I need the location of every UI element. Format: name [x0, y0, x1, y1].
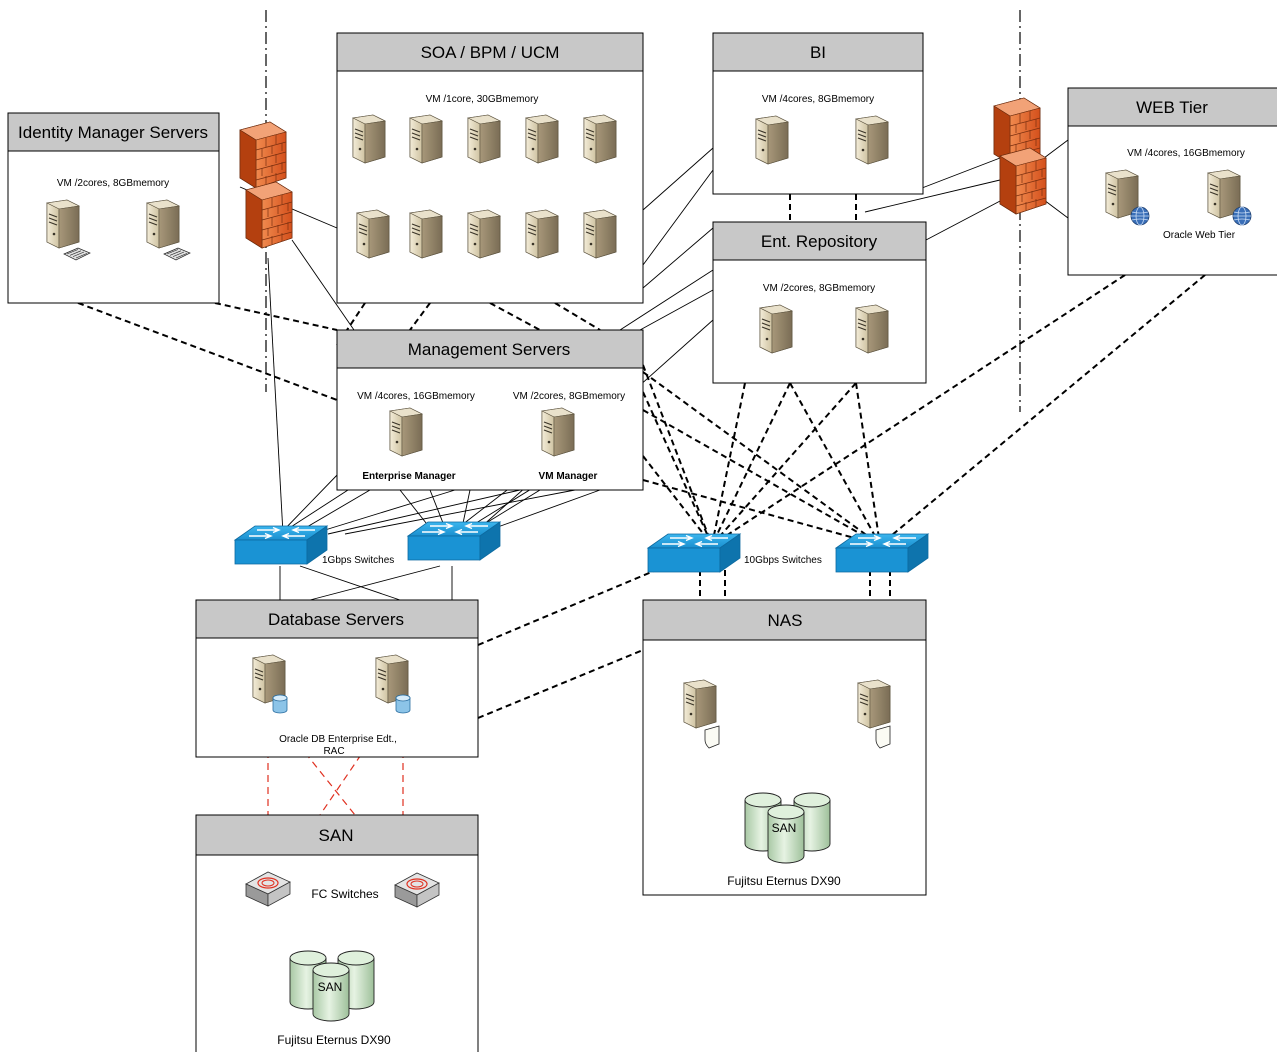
- server-icon: [755, 115, 789, 165]
- server-icon: [583, 209, 617, 259]
- database-icon: [395, 694, 411, 714]
- mgmt-left-spec: VM /4cores, 16GBmemory: [357, 391, 475, 402]
- web-caption: Oracle Web Tier: [1163, 230, 1236, 241]
- firewall-icon: [999, 147, 1047, 215]
- server-icon: [46, 199, 80, 249]
- enterprise-manager-caption: Enterprise Manager: [362, 471, 455, 482]
- server-icon: [409, 114, 443, 164]
- server-icon: [409, 209, 443, 259]
- soa-title: SOA / BPM / UCM: [421, 43, 560, 62]
- bi-box: BI VM /4cores, 8GBmemory: [712, 32, 924, 195]
- database-icon: [272, 694, 288, 714]
- web-spec: VM /4cores, 16GBmemory: [1127, 148, 1245, 159]
- nas-title: NAS: [768, 611, 803, 630]
- server-icon: [857, 679, 891, 729]
- server-icon: [356, 209, 390, 259]
- enterprise-repository-box: Ent. Repository VM /2cores, 8GBmemory: [712, 221, 927, 384]
- document-icon: [875, 725, 891, 749]
- gbps-switches-label: 1Gbps Switches: [322, 555, 394, 566]
- server-icon: [525, 114, 559, 164]
- mgmt-title: Management Servers: [408, 340, 571, 359]
- fc-switches-label: FC Switches: [311, 887, 378, 901]
- globe-icon: [1130, 206, 1150, 226]
- switch-icon: [407, 521, 501, 561]
- nas-box: NAS SAN Fujitsu Eternus DX90: [642, 599, 927, 896]
- bi-spec: VM /4cores, 8GBmemory: [762, 94, 874, 105]
- san-box: SAN FC Switches SAN Fujitsu Eternus DX90: [195, 814, 479, 1052]
- repo-spec: VM /2cores, 8GBmemory: [763, 283, 875, 294]
- server-icon: [683, 679, 717, 729]
- switch-icon: [647, 533, 741, 573]
- repo-title: Ent. Repository: [761, 232, 878, 251]
- database-servers-box: Database Servers Oracle DB Enterprise Ed…: [195, 599, 479, 758]
- bi-title: BI: [810, 43, 826, 62]
- firewall-icon: [245, 181, 293, 249]
- server-icon: [583, 114, 617, 164]
- nas-storage-caption: Fujitsu Eternus DX90: [727, 874, 841, 888]
- firewall-icon: [239, 121, 287, 189]
- vm-manager-caption: VM Manager: [539, 471, 598, 482]
- san-storage-caption: Fujitsu Eternus DX90: [277, 1033, 391, 1047]
- server-icon: [525, 209, 559, 259]
- san-storage-label: SAN: [318, 980, 343, 994]
- server-icon: [352, 114, 386, 164]
- identity-manager-box: Identity Manager Servers VM /2cores, 8GB…: [7, 112, 220, 304]
- idm-title: Identity Manager Servers: [18, 123, 208, 142]
- db-caption-line2: RAC: [323, 746, 344, 757]
- server-icon: [759, 304, 793, 354]
- nas-storage-label: SAN: [772, 821, 797, 835]
- server-icon: [467, 114, 501, 164]
- switch-icon: [234, 525, 328, 565]
- mgmt-right-spec: VM /2cores, 8GBmemory: [513, 391, 625, 402]
- server-icon: [541, 407, 575, 457]
- web-title: WEB Tier: [1136, 98, 1208, 117]
- document-icon: [704, 725, 720, 749]
- server-icon: [855, 115, 889, 165]
- management-servers-box: Management Servers VM /4cores, 16GBmemor…: [336, 329, 644, 491]
- switch-icon: [835, 533, 929, 573]
- tengbps-switches-label: 10Gbps Switches: [744, 555, 822, 566]
- server-icon: [389, 407, 423, 457]
- network-switches: 1Gbps Switches 10Gbps Switches: [234, 521, 929, 573]
- globe-icon: [1232, 206, 1252, 226]
- dashed-connections: [77, 194, 1206, 719]
- server-icon: [146, 199, 180, 249]
- server-icon: [467, 209, 501, 259]
- soa-spec: VM /1core, 30GBmemory: [426, 94, 539, 105]
- idm-spec: VM /2cores, 8GBmemory: [57, 178, 169, 189]
- web-tier-box: WEB Tier VM /4cores, 16GBmemory Oracle W…: [1067, 87, 1277, 276]
- db-caption-line1: Oracle DB Enterprise Edt.,: [279, 734, 397, 745]
- soa-bpm-ucm-box: SOA / BPM / UCM VM /1core, 30GBmemory: [336, 32, 644, 304]
- san-title: SAN: [319, 826, 354, 845]
- server-icon: [855, 304, 889, 354]
- db-title: Database Servers: [268, 610, 404, 629]
